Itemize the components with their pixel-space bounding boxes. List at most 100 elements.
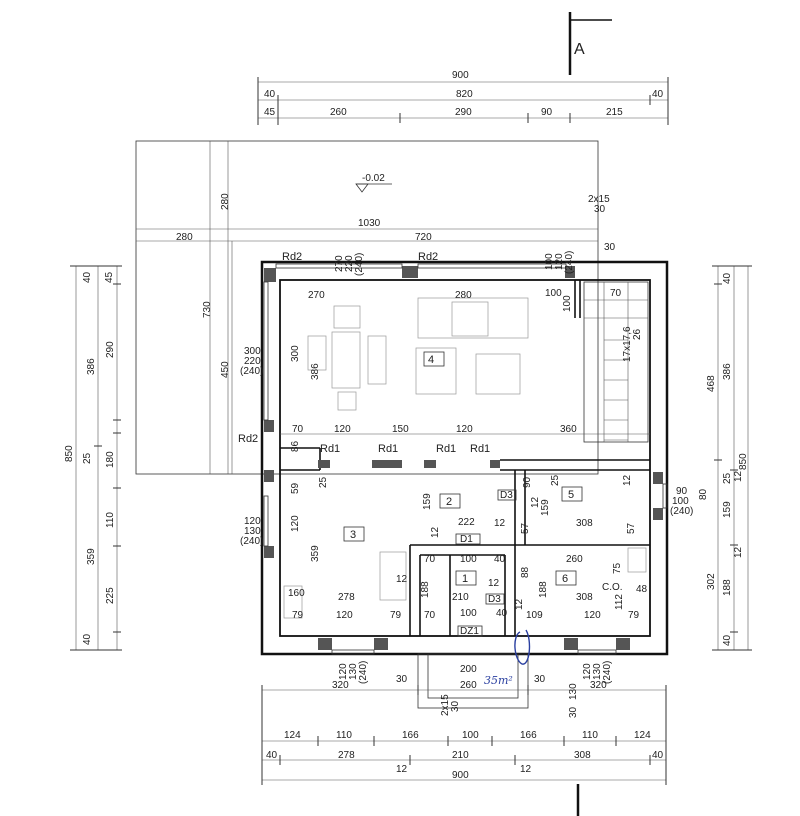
dim-room5-5: 159 [540,499,551,516]
room-3-number: 3 [350,529,356,541]
dim-room3-5: 278 [338,592,355,603]
win-size-right-3: (240) [670,506,693,517]
dim-room4-depth-b: 386 [310,363,321,380]
dim-terrace-left: 280 [176,232,193,243]
door-d3-lower: D3 [488,594,501,605]
dim-room5-3: 12 [530,496,541,508]
dim-right-lower: 302 [706,573,717,590]
corridor-dims: 70 120 150 120 360 86 [280,424,650,452]
dim-bot-r3-1: 40 [266,750,278,761]
boiler-label: C.O. [602,582,623,593]
staircase [583,281,649,443]
win-size-bot-b-1: 120 [582,663,593,680]
dim-stair-width: 70 [610,288,622,299]
room-2-number: 2 [446,496,452,508]
dim-right-small-1: 80 [698,488,709,500]
window-rd1-c: Rd1 [436,443,456,455]
dim-room2-3: 12 [430,526,441,538]
dim-right-small-2: 12 [733,470,744,482]
dim-room1-5: 12 [488,578,500,589]
dim-right-total: 850 [738,453,749,470]
dim-bot-r1-2: 200 [460,664,477,675]
dim-terrace-inner: 450 [220,361,231,378]
win-size-bot-b-2: 130 [592,663,603,680]
dim-left-seg-5: 110 [105,512,116,528]
dim-terrace-depth: 730 [202,301,213,318]
dim-left-lower: 359 [86,548,97,565]
dim-room3-3: 359 [310,545,321,562]
left-dimensions: 850 386 359 40 45 290 25 180 110 225 40 … [64,241,233,651]
dim-left-seg-3: 25 [82,452,93,464]
dim-stair-treads: 17x17,6 [622,326,633,362]
dim-stair-landing: 100 [562,295,573,312]
win-size-bot-a-3: (240) [358,661,369,684]
door-d1: D1 [460,534,473,545]
room-6: 6 260 75 188 308 112 48 109 120 79 C.O. [526,547,648,621]
dim-mid-6: 86 [290,440,301,452]
dim-room6-1: 260 [566,554,583,565]
dim-bot-r2-5: 166 [520,730,537,741]
level-mark: -0.02 [355,173,392,193]
win-size-top-a-3: (240) [354,253,365,276]
dim-terrace-tread: 30 [594,204,606,215]
win-size-bot-b-3: (240) [602,661,613,684]
dim-terrace-width: 1030 [358,218,381,229]
dim-right-seg-1: 386 [722,363,733,380]
dim-left-seg-2: 290 [105,341,116,358]
dim-right-seg-2: 25 [722,472,733,484]
dim-terrace-steps: 2x15 [588,194,610,205]
dim-mid-5: 360 [560,424,577,435]
window-rd1-a: Rd1 [320,443,340,455]
win-size-right-1: 90 [676,486,688,497]
dim-room3-10: 160 [288,588,305,599]
win-size-top-a-2: 220 [344,255,355,272]
dim-room1-2: 100 [460,554,477,565]
dim-mid-2: 120 [334,424,351,435]
dim-room5-1: 90 [522,476,533,488]
window-rd2-top-left: Rd2 [282,251,302,263]
dim-top-inner: 820 [456,89,473,100]
dim-bot-step-2: 30 [450,700,461,712]
dim-room6-2: 75 [612,562,623,574]
dim-mid-4: 120 [456,424,473,435]
dim-right-seg-3: 159 [722,501,733,518]
room-4: 4 270 280 100 70 300 386 100 17x17,6 26 [290,281,649,443]
section-label-top: A [574,41,585,58]
dim-room6-6: 48 [636,584,648,595]
level-value: -0.02 [362,173,385,184]
dim-room4-width-b: 280 [455,290,472,301]
dim-bot-step-1: 2x15 [440,694,451,716]
dim-room1-3: 40 [494,554,506,565]
dim-bot-r2-1: 124 [284,730,301,741]
dim-right-seg-5: 188 [722,579,733,596]
dim-top-wall-left: 40 [264,89,276,100]
dim-room1-4: 188 [420,581,431,598]
win-size-bot-a-2: 130 [348,663,359,680]
dim-bot-r2-3: 166 [402,730,419,741]
win-size-left-a-2: 220 [244,356,261,367]
window-rd1-b: Rd1 [378,443,398,455]
dim-bot-r1-4: 320 [590,680,607,691]
dim-room5-2: 25 [550,474,561,486]
dim-room4-depth-a: 300 [290,345,301,362]
room-5-number: 5 [568,489,574,501]
dim-bot-r2-6: 110 [582,730,598,741]
dim-left-seg-6: 225 [105,587,116,604]
window-rd1-d: Rd1 [470,443,490,455]
dim-bot-total: 900 [452,770,469,781]
dim-bot-r3-5: 40 [652,750,664,761]
dim-room3-4: 25 [318,476,329,488]
dim-top-seg-4: 90 [541,107,553,118]
handwritten-area: 35m² [484,674,513,687]
dim-room5-7: 57 [626,522,637,534]
dim-top-seg-5: 215 [606,107,623,118]
win-size-left-b-2: 130 [244,526,261,537]
dim-left-seg-1: 45 [104,271,115,283]
room-2: 2 159 222 12 12 D3 D1 [422,489,517,545]
dim-room5-6: 308 [576,518,593,529]
dim-room4-width-a: 270 [308,290,325,301]
win-size-bot-a-1: 120 [338,663,349,680]
room-6-number: 6 [562,573,568,585]
dim-room5-8: 12 [622,474,633,486]
door-dz1: DZ1 [460,626,479,637]
